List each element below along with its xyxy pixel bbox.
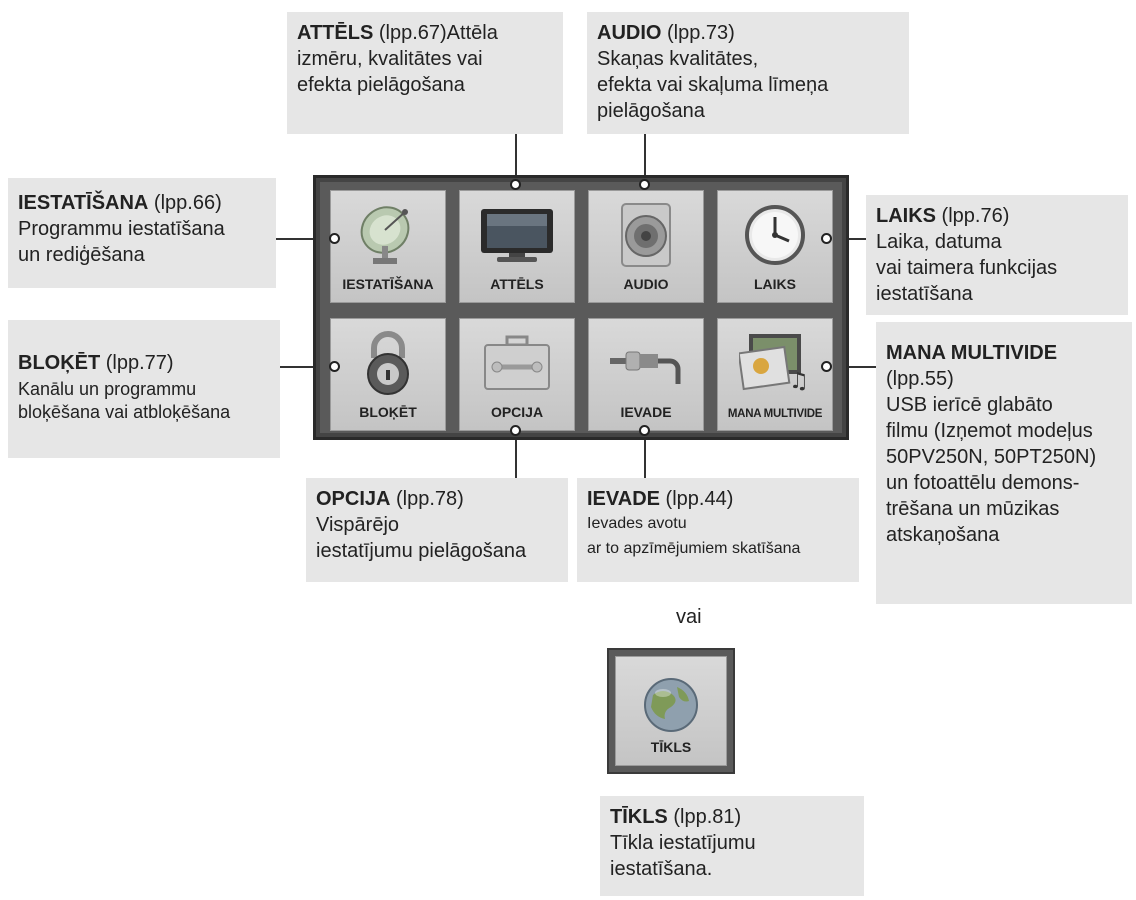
menu-tile-audio[interactable]: AUDIO (588, 190, 704, 303)
callout-bloket: BLOĶĒT (lpp.77) Kanālu un programmu bloķ… (8, 320, 280, 458)
speaker-icon (589, 201, 703, 269)
callout-laiks: LAIKS (lpp.76) Laika, datuma vai taimera… (866, 195, 1128, 315)
callout-attels: ATTĒLS (lpp.67)Attēla izmēru, kvalitātes… (287, 12, 563, 134)
connector-dot-attels (510, 179, 521, 190)
menu-tile-bloket[interactable]: BLOĶĒT (330, 318, 446, 431)
callout-audio: AUDIO (lpp.73) Skaņas kvalitātes, efekta… (587, 12, 909, 134)
callout-mana: MANA MULTIVIDE (lpp.55) USB ierīcē glabā… (876, 322, 1132, 604)
connector-iestatisana (276, 238, 334, 240)
media-film-icon: ♫ (718, 329, 832, 397)
alternative-text: vai (676, 606, 702, 628)
callout-iestatisana: IESTATĪŠANA (lpp.66) Programmu iestatīša… (8, 178, 276, 288)
menu-tile-opcija[interactable]: OPCIJA (459, 318, 575, 431)
padlock-icon (331, 329, 445, 397)
connector-attels (515, 134, 517, 184)
callout-title: OPCIJA (316, 488, 391, 510)
menu-tile-attels[interactable]: ATTĒLS (459, 190, 575, 303)
callout-ievade: IEVADE (lpp.44) Ievades avotu ar to apzī… (577, 478, 859, 582)
callout-title: IESTATĪŠANA (18, 192, 149, 214)
toolbox-icon (460, 329, 574, 397)
connector-dot-iestatisana (329, 233, 340, 244)
connector-dot-ievade (639, 425, 650, 436)
callout-title: BLOĶĒT (18, 352, 101, 374)
network-menu-frame: TĪKLS (607, 648, 735, 774)
svg-text:♫: ♫ (789, 369, 809, 394)
connector-dot-laiks (821, 233, 832, 244)
connector-dot-opcija (510, 425, 521, 436)
callout-title: AUDIO (597, 22, 662, 44)
connector-bloket (280, 366, 334, 368)
menu-tile-ievade[interactable]: IEVADE (588, 318, 704, 431)
callout-title: IEVADE (587, 488, 660, 510)
callout-title: TĪKLS (610, 806, 668, 828)
home-menu-grid: IESTATĪŠANA ATTĒLS (320, 182, 842, 433)
menu-tile-laiks[interactable]: LAIKS (717, 190, 833, 303)
callout-opcija: OPCIJA (lpp.78) Vispārējo iestatījumu pi… (306, 478, 568, 582)
callout-tikls: TĪKLS (lpp.81) Tīkla iestatījumu iestatī… (600, 796, 864, 896)
menu-tile-iestatisana[interactable]: IESTATĪŠANA (330, 190, 446, 303)
menu-tile-tikls[interactable]: TĪKLS (615, 656, 727, 766)
globe-icon (616, 671, 726, 739)
connector-audio (644, 134, 646, 184)
callout-title: MANA MULTIVIDE (886, 342, 1058, 364)
connector-dot-bloket (329, 361, 340, 372)
callout-title: LAIKS (876, 205, 936, 227)
home-menu-panel: IESTATĪŠANA ATTĒLS (313, 175, 849, 440)
clock-icon (718, 201, 832, 269)
connector-opcija (515, 430, 517, 478)
menu-tile-mana[interactable]: ♫ MANA MULTIVIDE (717, 318, 833, 431)
connector-dot-mana (821, 361, 832, 372)
connector-mana (826, 366, 876, 368)
tv-screen-icon (460, 201, 574, 269)
cable-plug-icon (589, 329, 703, 397)
connector-dot-audio (639, 179, 650, 190)
satellite-dish-icon (331, 201, 445, 269)
connector-ievade (644, 430, 646, 478)
callout-title: ATTĒLS (297, 22, 374, 44)
